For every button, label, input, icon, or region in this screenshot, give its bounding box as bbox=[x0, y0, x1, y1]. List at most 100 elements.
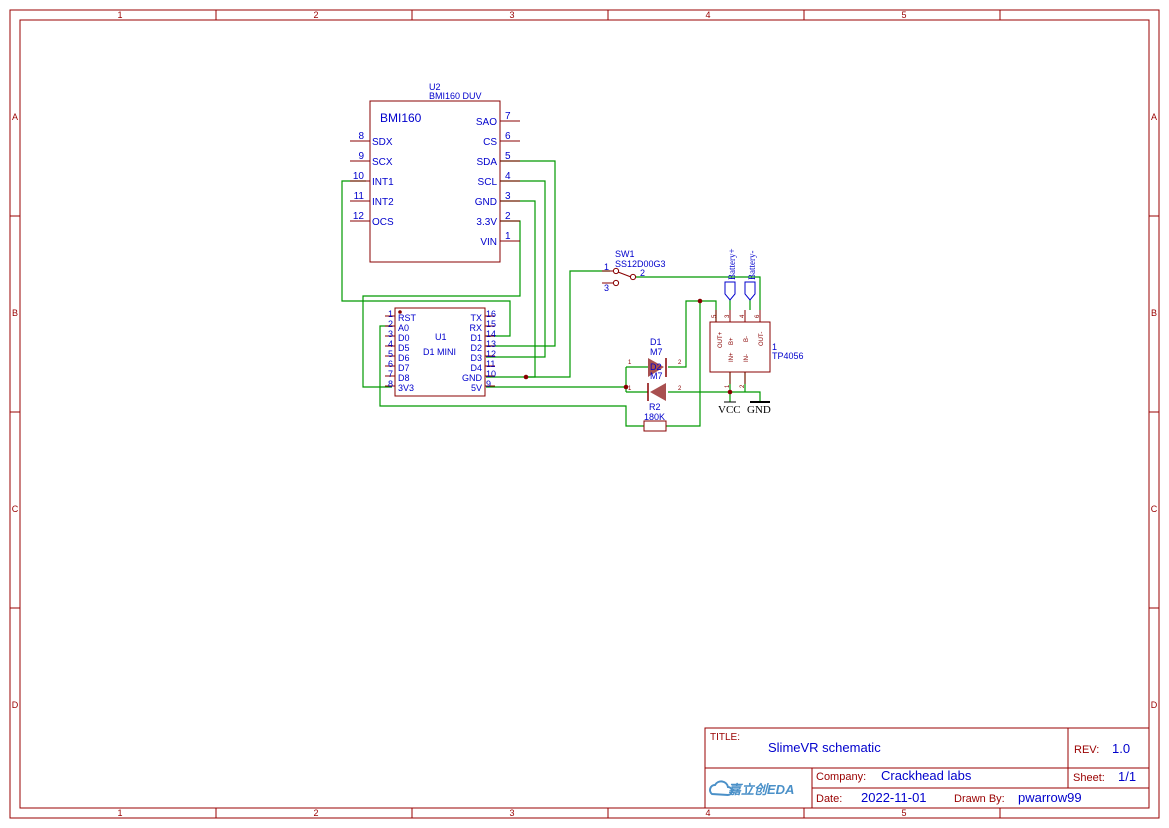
date-label: Date: bbox=[816, 793, 842, 805]
u1-pin-num: 14 bbox=[486, 329, 496, 339]
u1-pin-name: 5V bbox=[471, 383, 482, 393]
sw1-value: SS12D00G3 bbox=[615, 259, 666, 269]
u1-pin-name: D6 bbox=[398, 353, 410, 363]
u2-pin-num: 9 bbox=[358, 151, 364, 162]
d1-pin-num: 1 bbox=[628, 360, 632, 366]
component-d2[interactable]: D2 M7 1 2 bbox=[628, 362, 682, 401]
title-block: TITLE: SlimeVR schematic REV: 1.0 Compan… bbox=[704, 727, 1150, 809]
row-label-left-b: B bbox=[12, 308, 18, 318]
u2-value: BMI160 DUV bbox=[429, 91, 482, 101]
date-value: 2022-11-01 bbox=[861, 790, 927, 805]
sheet-value: 1/1 bbox=[1118, 769, 1136, 784]
row-label-right-d: D bbox=[1151, 700, 1158, 710]
u1-pin-name: TX bbox=[470, 313, 482, 323]
r2-ref: R2 bbox=[649, 402, 661, 412]
net-port-battery-minus[interactable]: Battery- bbox=[744, 251, 757, 301]
d1-pin-num: 2 bbox=[678, 360, 682, 366]
row-label-right-c: C bbox=[1151, 504, 1158, 514]
d1-value: M7 bbox=[650, 347, 663, 357]
u2-pin-num: 6 bbox=[505, 131, 511, 142]
u1-pin-name: D8 bbox=[398, 373, 410, 383]
u2-name: BMI160 bbox=[380, 111, 422, 125]
junctions bbox=[523, 298, 733, 395]
u1-pin-name: D2 bbox=[470, 343, 482, 353]
u1-pin-num: 5 bbox=[388, 349, 393, 359]
tp4056-value: TP4056 bbox=[772, 351, 804, 361]
u2-pin-num: 4 bbox=[505, 171, 511, 182]
col-label-top-3: 3 bbox=[509, 10, 514, 20]
u2-pin-name: SCL bbox=[478, 177, 498, 188]
company-value: Crackhead labs bbox=[881, 768, 972, 783]
u2-pin-name: INT2 bbox=[372, 197, 394, 208]
u2-pin-num: 11 bbox=[354, 191, 365, 202]
drawn-by-value: pwarrow99 bbox=[1018, 790, 1082, 805]
u1-pin-num: 15 bbox=[486, 319, 496, 329]
rev-label: REV: bbox=[1074, 744, 1099, 756]
u2-ref: U2 bbox=[429, 82, 441, 92]
power-symbol-vcc[interactable]: VCC bbox=[718, 401, 741, 416]
u2-pin-num: 5 bbox=[505, 151, 511, 162]
u2-pin-name: SDA bbox=[476, 157, 497, 168]
junction-dot bbox=[697, 298, 703, 304]
sw1-pin-num: 1 bbox=[604, 262, 609, 272]
u1-pin-num: 8 bbox=[388, 379, 393, 389]
power-symbol-gnd[interactable]: GND bbox=[747, 401, 771, 416]
component-u2[interactable]: U2 BMI160 DUV BMI160 8 9 10 11 12 SDX SC… bbox=[350, 82, 520, 263]
net-port-battery-plus[interactable]: Battery+ bbox=[724, 248, 737, 301]
u1-pin-name: D4 bbox=[470, 363, 482, 373]
title-label: TITLE: bbox=[710, 732, 740, 743]
easyeda-logo: 嘉立创EDA bbox=[709, 780, 794, 797]
u1-pin-name: GND bbox=[462, 373, 483, 383]
u2-pin-name: INT1 bbox=[372, 177, 394, 188]
sw1-ref: SW1 bbox=[615, 249, 635, 259]
col-label-bottom-3: 3 bbox=[509, 808, 514, 818]
u1-pin-name: D0 bbox=[398, 333, 410, 343]
u1-pin-num: 10 bbox=[486, 369, 496, 379]
u2-pin-num: 1 bbox=[505, 231, 511, 242]
u1-pin-num: 7 bbox=[388, 369, 393, 379]
component-sw1[interactable]: SW1 SS12D00G3 1 3 2 bbox=[602, 249, 666, 293]
component-tp4056[interactable]: OUT+ B+ B- OUT- IN+ IN- 5 3 4 6 1 2 1 TP… bbox=[709, 310, 804, 388]
d2-value: M7 bbox=[650, 371, 663, 381]
sheet-frame: 1 2 3 4 5 1 2 3 4 5 A B C D A B C D bbox=[9, 9, 1160, 819]
battery-minus-label: Battery- bbox=[747, 251, 757, 281]
u2-pin-name: VIN bbox=[480, 237, 497, 248]
u1-pin-num: 16 bbox=[486, 309, 496, 319]
u1-pin-num: 12 bbox=[486, 349, 496, 359]
component-u1[interactable]: U1 D1 MINI 1 2 3 4 5 6 7 8 RST A0 D0 D5 … bbox=[385, 307, 496, 397]
col-label-top-4: 4 bbox=[705, 10, 710, 20]
row-label-right-a: A bbox=[1151, 112, 1157, 122]
tp4056-pin-num: 4 bbox=[740, 314, 746, 318]
drawn-by-label: Drawn By: bbox=[954, 793, 1005, 805]
u2-pin-name: SAO bbox=[476, 117, 497, 128]
logo-text: 嘉立创EDA bbox=[727, 782, 794, 797]
u1-pin-name: D3 bbox=[470, 353, 482, 363]
tp4056-pin-label: IN- bbox=[744, 354, 750, 362]
u2-pin-num: 3 bbox=[505, 191, 511, 202]
u2-pin-name: SDX bbox=[372, 137, 393, 148]
u1-pin-num: 2 bbox=[388, 319, 393, 329]
component-r2[interactable]: R2 180K bbox=[643, 402, 667, 432]
u1-pin-name: D7 bbox=[398, 363, 410, 373]
col-label-top-5: 5 bbox=[901, 10, 906, 20]
u2-pin-name: 3.3V bbox=[476, 217, 497, 228]
row-label-left-d: D bbox=[12, 700, 19, 710]
u1-pin-name: RX bbox=[469, 323, 482, 333]
junction-dot bbox=[523, 374, 529, 380]
component-d1[interactable]: D1 M7 1 2 bbox=[628, 337, 682, 377]
tp4056-pin-label: B+ bbox=[729, 337, 735, 345]
u1-pin-num: 13 bbox=[486, 339, 496, 349]
tp4056-pin-num: 1 bbox=[725, 384, 731, 388]
u1-pin-name: RST bbox=[398, 313, 417, 323]
junction-dot bbox=[727, 389, 733, 395]
u2-pin-num: 12 bbox=[353, 211, 365, 222]
u1-pin-num: 9 bbox=[486, 379, 491, 389]
tp4056-pin-num: 3 bbox=[725, 314, 731, 318]
u2-pin-name: CS bbox=[483, 137, 497, 148]
d1-ref: D1 bbox=[650, 337, 662, 347]
col-label-bottom-1: 1 bbox=[117, 808, 122, 818]
d2-pin-num: 2 bbox=[678, 386, 682, 392]
battery-plus-label: Battery+ bbox=[727, 248, 737, 280]
u1-pin-num: 4 bbox=[388, 339, 393, 349]
